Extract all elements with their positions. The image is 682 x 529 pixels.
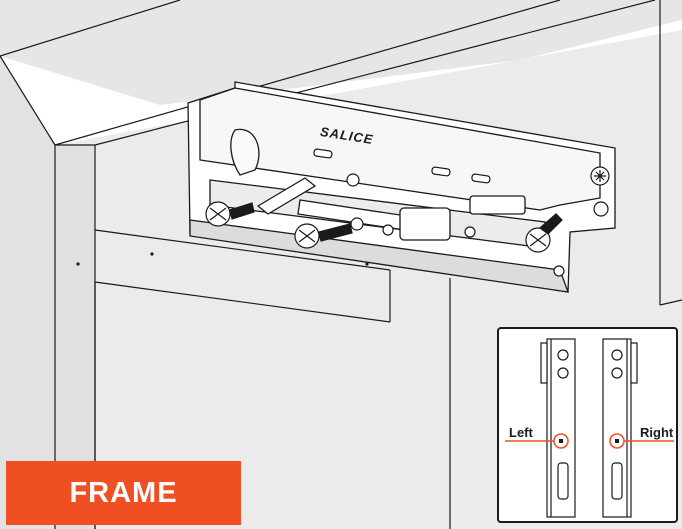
- cabinet-side-panel: [0, 56, 55, 529]
- inset-illustration: [505, 338, 674, 518]
- cabinet-top-panel: [0, 0, 682, 105]
- right-label: Right: [640, 425, 674, 440]
- frame-badge-label: FRAME: [69, 476, 178, 509]
- left-right-inset: Left Right: [497, 327, 678, 523]
- frame-badge: FRAME: [6, 461, 241, 525]
- frame-face: [55, 145, 95, 529]
- left-label: Left: [509, 425, 533, 440]
- right-bracket: [602, 338, 638, 518]
- mounting-screws: [205, 201, 563, 253]
- left-bracket: [540, 338, 576, 518]
